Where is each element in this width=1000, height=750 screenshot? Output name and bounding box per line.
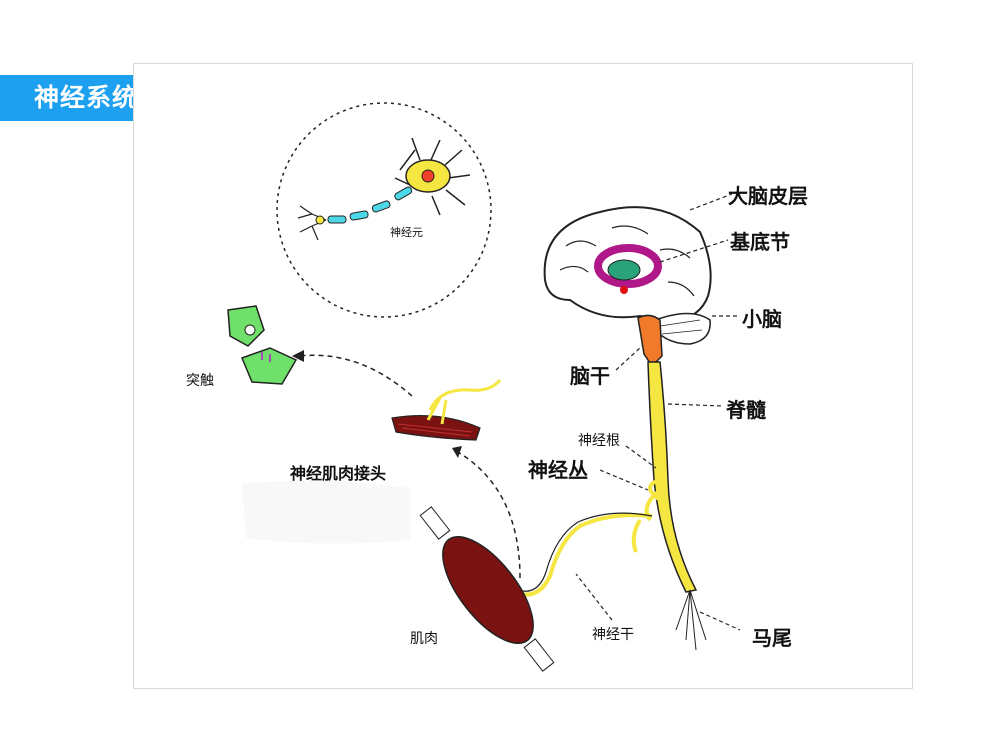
arrow-to-synapse <box>299 354 413 397</box>
label-nmj: 神经肌肉接头 <box>290 464 387 483</box>
leader-spinal <box>667 403 723 407</box>
label-spinal-cord: 脊髓 <box>726 398 766 422</box>
label-plexus: 神经丛 <box>528 458 588 482</box>
leader-trunk <box>575 573 613 621</box>
label-cauda-equina: 马尾 <box>752 626 792 650</box>
brainstem-shape <box>637 314 663 368</box>
spinal-cord-shape <box>647 361 698 593</box>
leader-cortex <box>689 193 733 211</box>
label-nerve-root: 神经根 <box>578 433 620 449</box>
label-neuron: 神经元 <box>390 226 423 239</box>
label-nerve-trunk: 神经干 <box>592 627 634 643</box>
label-basal-ganglia: 基底节 <box>730 230 790 254</box>
label-synapse: 突触 <box>186 373 214 389</box>
basal-ganglia-shape <box>594 244 662 288</box>
cauda-equina-shape <box>675 589 707 651</box>
leader-basal <box>659 239 729 263</box>
nmj-illustration <box>391 378 502 441</box>
leader-cauda <box>699 611 741 631</box>
leader-brainstem <box>615 345 643 371</box>
plexus-and-trunk <box>519 478 662 597</box>
label-muscle: 肌肉 <box>410 631 438 647</box>
muscle-illustration <box>419 506 555 672</box>
label-brainstem: 脑干 <box>570 364 610 388</box>
brain-illustration <box>543 206 712 368</box>
synapse-illustration <box>227 305 298 385</box>
neuron-illustration <box>297 137 471 241</box>
leader-plexus <box>599 469 649 491</box>
leader-root <box>625 445 657 469</box>
label-cerebellum: 小脑 <box>742 307 782 331</box>
label-cortex: 大脑皮层 <box>728 184 808 208</box>
arrow-to-nmj <box>457 451 521 579</box>
blurred-patch <box>242 480 410 544</box>
neuron-inset-circle <box>276 102 492 318</box>
